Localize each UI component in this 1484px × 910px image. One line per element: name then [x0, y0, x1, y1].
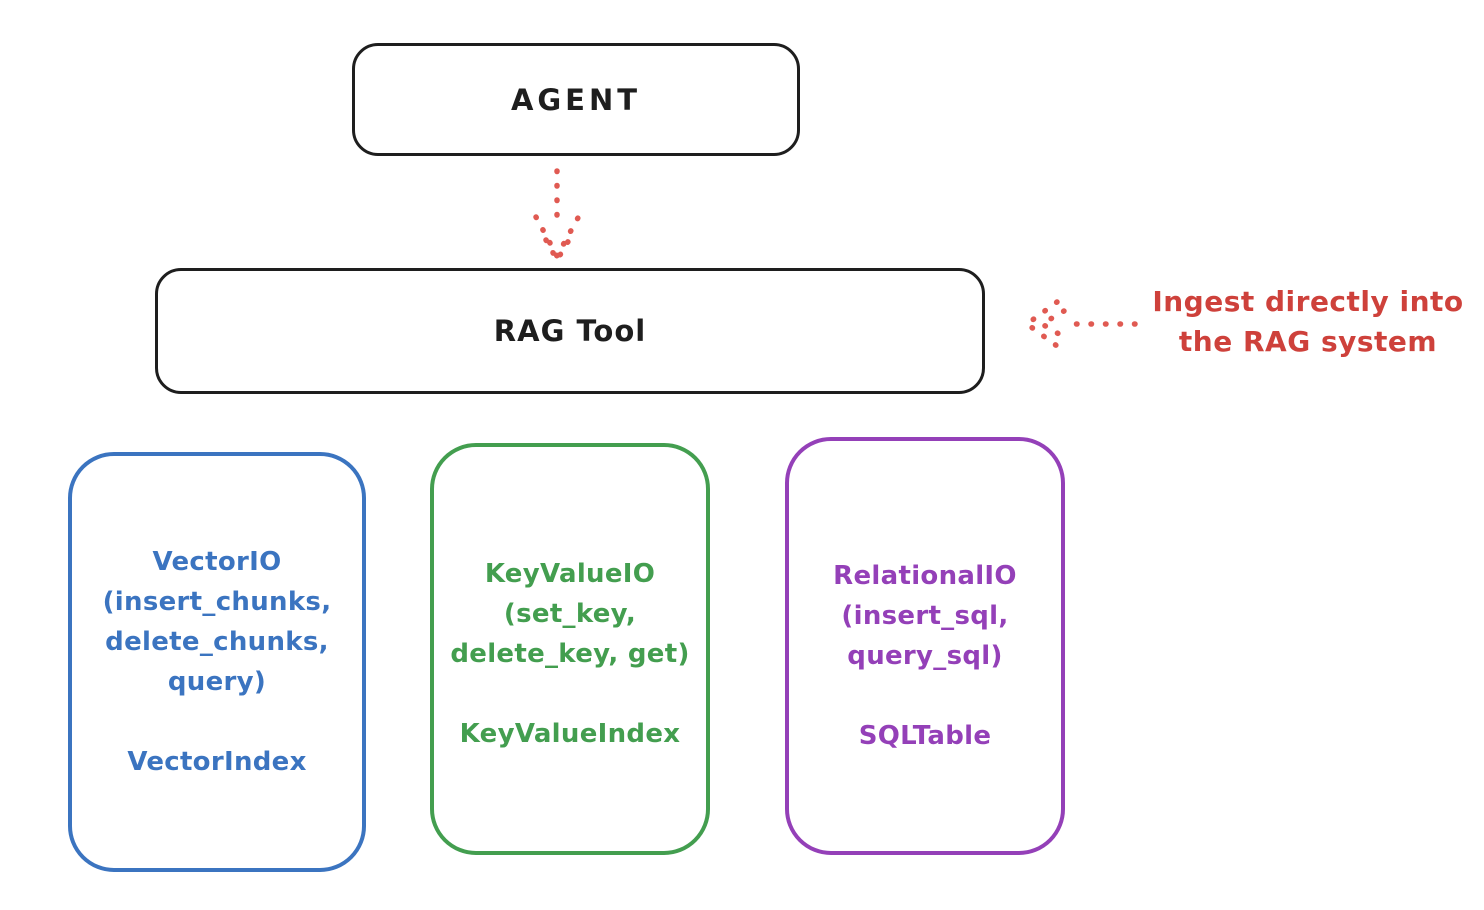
- store-line: query_sql): [847, 641, 1003, 671]
- store-line: (insert_chunks,: [102, 587, 332, 617]
- store-index-label: KeyValueIndex: [459, 719, 681, 749]
- store-line: query): [167, 667, 267, 697]
- relational-store-text: RelationalIO (insert_sql, query_sql) SQL…: [789, 556, 1061, 756]
- vector-store-text: VectorIO (insert_chunks, delete_chunks, …: [72, 542, 362, 782]
- agent-to-ragtool-arrow: [533, 168, 582, 266]
- ingest-to-ragtool-arrow: [1022, 299, 1138, 349]
- store-line: KeyValueIO: [484, 559, 656, 589]
- store-line: VectorIO: [152, 547, 282, 577]
- store-line: RelationalIO: [833, 561, 1017, 591]
- ingest-annotation: Ingest directly into the RAG system: [1140, 282, 1476, 362]
- ingest-annotation-line2: the RAG system: [1178, 325, 1438, 358]
- store-line: (insert_sql,: [841, 601, 1009, 631]
- store-line: delete_chunks,: [105, 627, 329, 657]
- agent-label: AGENT: [510, 82, 642, 117]
- ingest-annotation-line1: Ingest directly into: [1152, 285, 1464, 318]
- vector-store-node: VectorIO (insert_chunks, delete_chunks, …: [68, 452, 366, 872]
- agent-node: AGENT: [352, 43, 800, 156]
- relational-store-node: RelationalIO (insert_sql, query_sql) SQL…: [785, 437, 1065, 855]
- rag-tool-node: RAG Tool: [155, 268, 985, 394]
- keyvalue-store-text: KeyValueIO (set_key, delete_key, get) Ke…: [434, 554, 706, 754]
- keyvalue-store-node: KeyValueIO (set_key, delete_key, get) Ke…: [430, 443, 710, 855]
- rag-tool-label: RAG Tool: [493, 314, 647, 348]
- store-index-label: VectorIndex: [127, 747, 307, 777]
- store-line: (set_key,: [503, 599, 637, 629]
- store-line: delete_key, get): [450, 639, 690, 669]
- store-index-label: SQLTable: [858, 721, 992, 751]
